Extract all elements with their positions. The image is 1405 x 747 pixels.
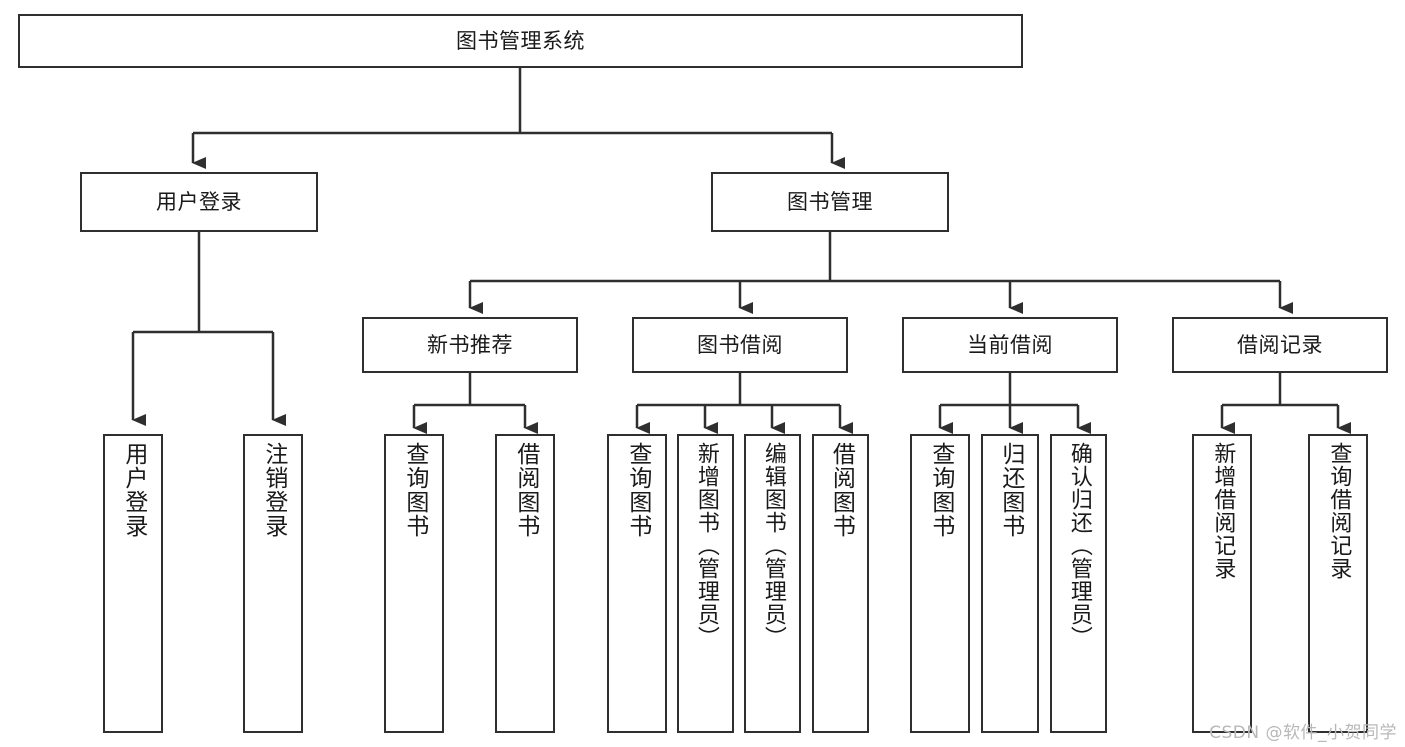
node-book-borrow[interactable]: 图书借阅: [632, 317, 848, 373]
leaf-add-record-label: 新增借阅记录: [1210, 442, 1236, 580]
node-user-login[interactable]: 用户登录: [80, 172, 318, 232]
leaf-borrow-book-1[interactable]: 借阅图书: [495, 434, 555, 733]
leaf-user-login-label: 用户登录: [120, 442, 147, 538]
leaf-query-record[interactable]: 查询借阅记录: [1308, 434, 1368, 733]
node-borrow-record[interactable]: 借阅记录: [1172, 317, 1388, 373]
leaf-return-book-label: 归还图书: [997, 442, 1024, 538]
node-current-borrow[interactable]: 当前借阅: [902, 317, 1118, 373]
node-new-book-rec-label: 新书推荐: [427, 332, 513, 357]
leaf-query-record-label: 查询借阅记录: [1326, 442, 1352, 580]
leaf-query-book-1[interactable]: 查询图书: [384, 434, 444, 733]
node-new-book-rec[interactable]: 新书推荐: [362, 317, 578, 373]
leaf-query-book-3-label: 查询图书: [927, 442, 954, 538]
leaf-add-book-admin-label: 新增图书（管理员）: [693, 442, 719, 649]
node-book-manage-label: 图书管理: [787, 189, 873, 214]
leaf-borrow-book-2-label: 借阅图书: [828, 442, 855, 538]
node-book-manage[interactable]: 图书管理: [711, 172, 949, 232]
node-root-label: 图书管理系统: [456, 28, 585, 53]
leaf-query-book-2[interactable]: 查询图书: [607, 434, 667, 733]
leaf-user-login[interactable]: 用户登录: [103, 434, 163, 733]
leaf-add-record[interactable]: 新增借阅记录: [1192, 434, 1252, 733]
leaf-confirm-return-admin[interactable]: 确认归还（管理员）: [1050, 434, 1107, 733]
node-root[interactable]: 图书管理系统: [18, 14, 1023, 68]
leaf-confirm-return-admin-label: 确认归还（管理员）: [1066, 442, 1092, 649]
watermark: CSDN @软件_小贺同学: [1209, 723, 1397, 743]
leaf-logout[interactable]: 注销登录: [243, 434, 303, 733]
leaf-query-book-2-label: 查询图书: [624, 442, 651, 538]
leaf-query-book-1-label: 查询图书: [401, 442, 428, 538]
leaf-add-book-admin[interactable]: 新增图书（管理员）: [677, 434, 734, 733]
leaf-edit-book-admin[interactable]: 编辑图书（管理员）: [744, 434, 801, 733]
leaf-logout-label: 注销登录: [260, 442, 287, 538]
leaf-borrow-book-1-label: 借阅图书: [512, 442, 539, 538]
leaf-edit-book-admin-label: 编辑图书（管理员）: [760, 442, 786, 649]
node-current-borrow-label: 当前借阅: [967, 332, 1053, 357]
leaf-query-book-3[interactable]: 查询图书: [910, 434, 970, 733]
leaf-return-book[interactable]: 归还图书: [981, 434, 1039, 733]
node-book-borrow-label: 图书借阅: [697, 332, 783, 357]
leaf-borrow-book-2[interactable]: 借阅图书: [812, 434, 869, 733]
node-borrow-record-label: 借阅记录: [1237, 332, 1323, 357]
node-user-login-label: 用户登录: [156, 189, 242, 214]
